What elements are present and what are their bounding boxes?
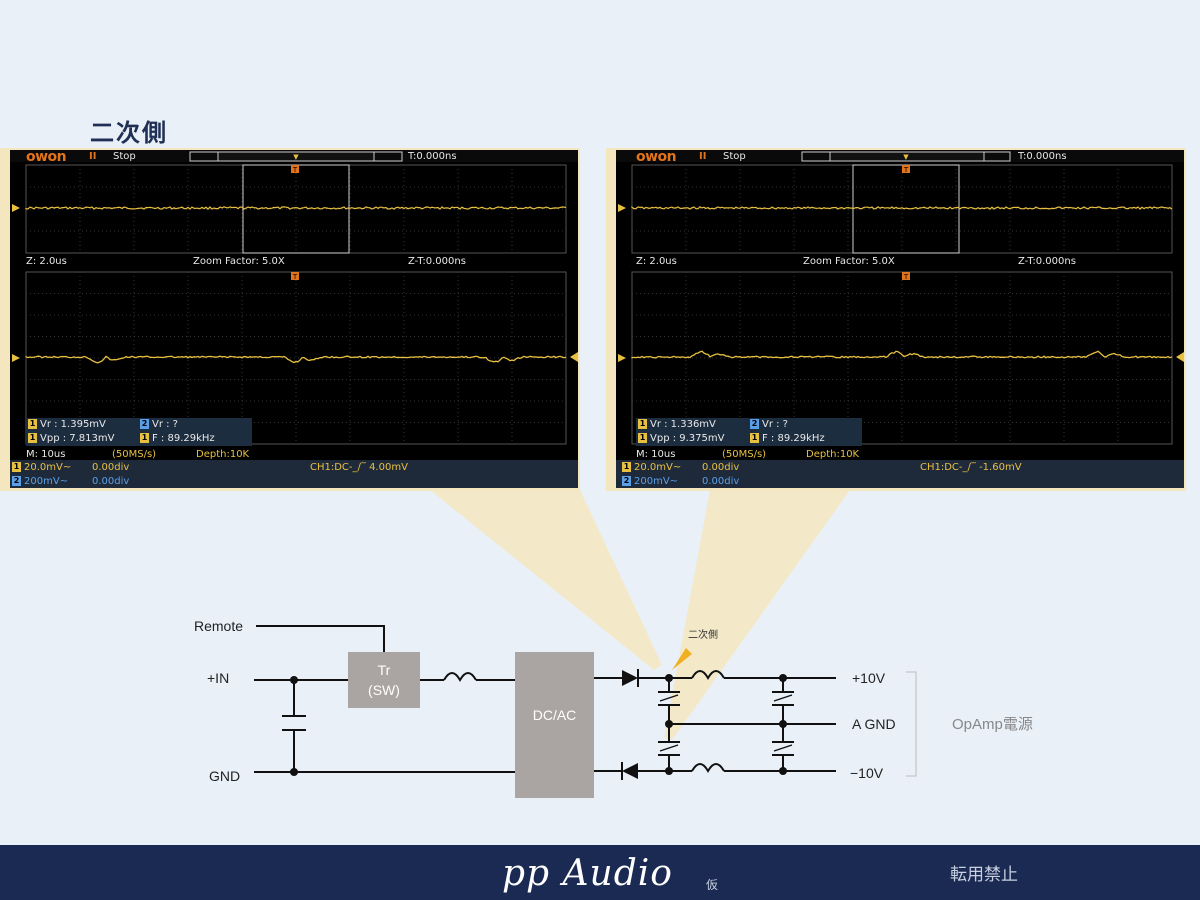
ch1-chip: 1 — [622, 462, 631, 472]
ch1-chip: 1 — [638, 419, 647, 429]
svg-text:T: T — [292, 166, 298, 174]
opamp-power-label: OpAmp電源 — [952, 716, 1033, 733]
meas-ch1-vpp-value: Vpp : 9.375mV — [650, 433, 725, 444]
ch2-offset: 0.00div — [92, 476, 130, 487]
out-agnd-label: A GND — [852, 716, 896, 732]
zoom-factor: Zoom Factor: 5.0X — [193, 256, 285, 267]
zoom-factor: Zoom Factor: 5.0X — [803, 256, 895, 267]
scope-brand: owon — [636, 149, 677, 165]
meas-ch1-vpp-value: Vpp : 7.813mV — [40, 433, 115, 444]
zoom-trigger: Z-T:0.000ns — [408, 256, 466, 267]
ch1-scale-value: 20.0mV~ — [24, 462, 72, 473]
oscilloscope-left: ▼ T T owon II Stop T:0.000ns Z: 2.0us Zo… — [0, 148, 580, 491]
meas-ch2-vr-value: Vr : ? — [152, 419, 178, 430]
ch1-scale-value: 20.0mV~ — [634, 462, 682, 473]
svg-text:▼: ▼ — [293, 153, 299, 161]
remote-label: Remote — [194, 618, 244, 634]
ch1-chip: 1 — [638, 433, 647, 443]
trigger-info: CH1:DC-_/‾ 4.00mV — [310, 462, 408, 473]
scope-brand: owon — [26, 149, 67, 165]
trigger-time: T:0.000ns — [408, 151, 457, 162]
trigger-time: T:0.000ns — [1018, 151, 1067, 162]
svg-text:T: T — [903, 273, 909, 281]
memory-depth: Depth:10K — [196, 449, 250, 460]
meas-ch2-vr-value: Vr : ? — [762, 419, 788, 430]
dcac-label: DC/AC — [532, 707, 577, 723]
ch1-chip: 1 — [12, 462, 21, 472]
zoom-trigger: Z-T:0.000ns — [1018, 256, 1076, 267]
ch1-offset: 0.00div — [702, 462, 740, 473]
trigger-info: CH1:DC-_/‾ -1.60mV — [920, 462, 1022, 473]
ch1-chip: 1 — [28, 419, 37, 429]
oscilloscope-right: ▼ T T owon II Stop T:0.000ns Z: 2.0us Zo… — [606, 148, 1186, 491]
scope-status: Stop — [113, 151, 136, 162]
out-minus-label: −10V — [850, 765, 884, 781]
sample-rate: (50MS/s) — [722, 449, 767, 460]
footer-bar — [0, 845, 1200, 900]
meas-ch1-f-value: F : 89.29kHz — [152, 433, 215, 444]
in-plus-label: +IN — [207, 670, 230, 686]
meas-ch1-vr-value: Vr : 1.336mV — [650, 419, 716, 430]
ch2-scale-value: 200mV~ — [24, 476, 69, 487]
ch1-chip: 1 — [140, 433, 149, 443]
slide-title: 二次側 — [90, 119, 168, 147]
tr-label: Tr — [377, 662, 391, 678]
brand-logo: pp Audio — [502, 853, 673, 894]
ch2-chip: 2 — [12, 476, 21, 486]
scope-status: Stop — [723, 151, 746, 162]
ch2-chip: 2 — [750, 419, 759, 429]
zoom-time: Z: 2.0us — [26, 256, 67, 267]
ch2-chip: 2 — [622, 476, 631, 486]
ch2-scale-value: 200mV~ — [634, 476, 679, 487]
svg-text:T: T — [903, 166, 909, 174]
timebase: M: 10us — [636, 449, 676, 460]
gnd-label: GND — [209, 768, 241, 784]
ch2-chip: 2 — [140, 419, 149, 429]
out-plus-label: +10V — [852, 670, 886, 686]
meas-ch1-f-value: F : 89.29kHz — [762, 433, 825, 444]
ch1-chip: 1 — [750, 433, 759, 443]
no-repost-notice: 転用禁止 — [950, 865, 1018, 885]
svg-text:T: T — [292, 273, 298, 281]
ch2-offset: 0.00div — [702, 476, 740, 487]
probe-point-label: 二次側 — [688, 630, 718, 641]
ch1-chip: 1 — [28, 433, 37, 443]
sw-label: (SW) — [368, 682, 400, 698]
meas-ch1-vr-value: Vr : 1.395mV — [40, 419, 106, 430]
brand-subtitle: 仮 — [706, 878, 719, 892]
zoom-time: Z: 2.0us — [636, 256, 677, 267]
ch1-offset: 0.00div — [92, 462, 130, 473]
memory-depth: Depth:10K — [806, 449, 860, 460]
sample-rate: (50MS/s) — [112, 449, 157, 460]
svg-text:▼: ▼ — [903, 153, 909, 161]
run-state-icon: II — [699, 151, 707, 162]
run-state-icon: II — [89, 151, 97, 162]
timebase: M: 10us — [26, 449, 66, 460]
